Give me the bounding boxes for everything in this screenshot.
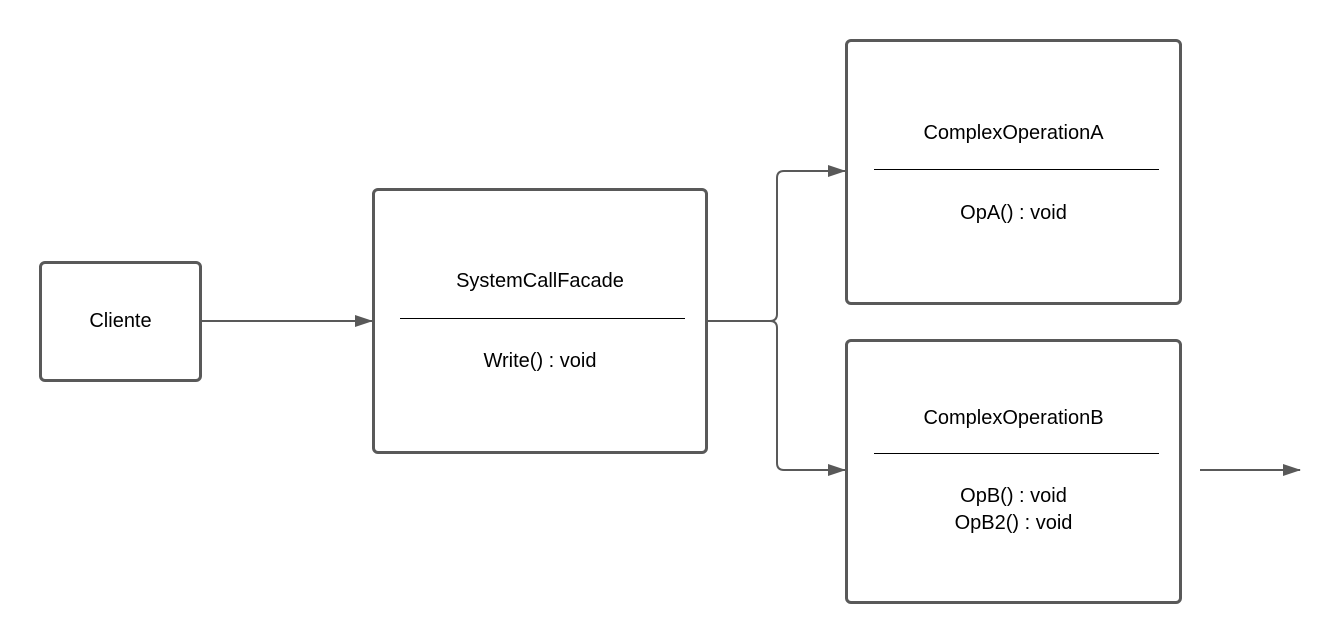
operation-b-class-divider [874,453,1159,454]
operation-a-class-box[interactable]: ComplexOperationA OpA() : void [845,39,1182,305]
facade-class-box[interactable]: SystemCallFacade Write() : void [372,188,708,454]
facade-method: Write() : void [483,350,597,372]
operation-a-method: OpA() : void [960,202,1067,224]
operation-b-class-box[interactable]: ComplexOperationB OpB() : void OpB2() : … [845,339,1182,604]
facade-class-divider [400,318,685,319]
operation-b-class-name: ComplexOperationB [923,407,1104,429]
operation-a-class-name: ComplexOperationA [923,122,1104,144]
facade-to-operation-a-arrow [708,165,846,322]
operation-b-method: OpB2() : void [954,512,1073,534]
facade-to-operation-b-arrow [708,320,846,476]
operation-b-method: OpB() : void [960,485,1067,507]
operation-a-class-divider [874,169,1159,170]
client-box[interactable]: Cliente [39,261,202,382]
facade-class-name: SystemCallFacade [456,270,624,292]
client-label: Cliente [89,310,152,332]
